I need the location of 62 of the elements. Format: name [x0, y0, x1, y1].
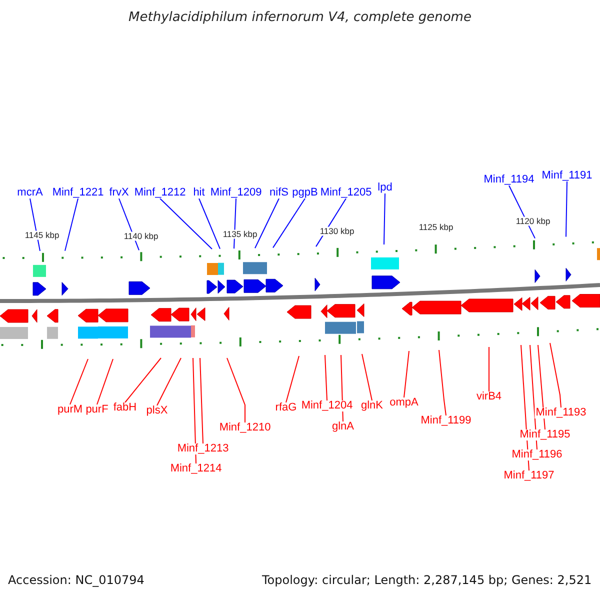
leader-line	[200, 358, 204, 444]
leader-line	[254, 198, 280, 249]
leader-line	[272, 198, 306, 248]
gene-label: Minf_1193	[534, 408, 588, 418]
gene-label: mcrA	[16, 188, 44, 198]
leader-line	[192, 358, 196, 464]
leader-line	[384, 193, 386, 245]
leader-line	[96, 358, 114, 405]
gene-label: purF	[84, 404, 110, 416]
leader-line	[438, 350, 446, 416]
gene-label: Minf_1199	[420, 416, 472, 426]
scale-label: 1120 kbp	[516, 216, 550, 226]
leader-line	[550, 342, 562, 408]
gene-label: glnK	[360, 400, 384, 412]
leader-line	[566, 181, 568, 238]
gene-label: Minf_1196	[510, 450, 564, 460]
gene-label: Minf_1195	[518, 430, 572, 440]
gene-label: virB4	[475, 392, 503, 402]
gene-label: Minf_1197	[502, 470, 556, 482]
leader-line	[226, 358, 246, 423]
gene-label: plsX	[145, 406, 169, 416]
scale-label: 1140 kbp	[124, 232, 158, 240]
gene-label: Minf_1214	[169, 464, 223, 474]
gene-label: glnA	[330, 422, 356, 432]
gene-label: Minf_1221	[51, 188, 105, 198]
gene-label: fabH	[112, 402, 138, 414]
gene-label: ompA	[388, 398, 420, 408]
leader-line	[198, 198, 220, 250]
leader-line	[160, 198, 212, 250]
leader-line	[362, 354, 372, 401]
gene-label: Minf_1205	[319, 188, 373, 198]
gene-label: Minf_1191	[540, 170, 594, 182]
leader-line	[124, 358, 162, 403]
leader-line	[538, 344, 546, 430]
gene-label: pgpB	[291, 188, 319, 198]
gene-label: rfaG	[274, 402, 298, 414]
scale-label: 1145 kbp	[24, 230, 60, 240]
leader-line	[286, 356, 300, 403]
gene-label: Minf_1213	[176, 444, 230, 454]
scale-label: 1135 kbp	[222, 230, 258, 238]
genome-summary-text: Topology: circular; Length: 2,287,145 bp; Genes: 2,521	[262, 573, 592, 587]
gene-label: Minf_1212	[133, 188, 187, 198]
gene-label: frvX	[108, 188, 130, 198]
leader-line	[488, 346, 490, 392]
leader-line	[64, 198, 78, 252]
gene-label: nifS	[268, 188, 290, 198]
gene-label: Minf_1209	[209, 188, 263, 198]
gene-label: lpd	[376, 182, 394, 194]
scale-label: 1130 kbp	[320, 226, 354, 236]
gene-label: Minf_1194	[482, 174, 536, 186]
leader-line	[324, 354, 328, 401]
leader-line	[404, 350, 410, 398]
leader-line	[530, 344, 538, 450]
scale-label: 1125 kbp	[418, 222, 454, 232]
title: Methylacidiphilum infernorum V4, complete genome	[128, 10, 472, 25]
gene-label: purM	[56, 404, 84, 416]
accession-text: Accession: NC_010794	[8, 573, 144, 587]
gene-label: hit	[192, 188, 206, 198]
leader-line	[70, 358, 88, 405]
gene-label: Minf_1210	[218, 422, 272, 434]
leader-line	[156, 358, 182, 406]
gene-label: Minf_1204	[300, 400, 354, 412]
